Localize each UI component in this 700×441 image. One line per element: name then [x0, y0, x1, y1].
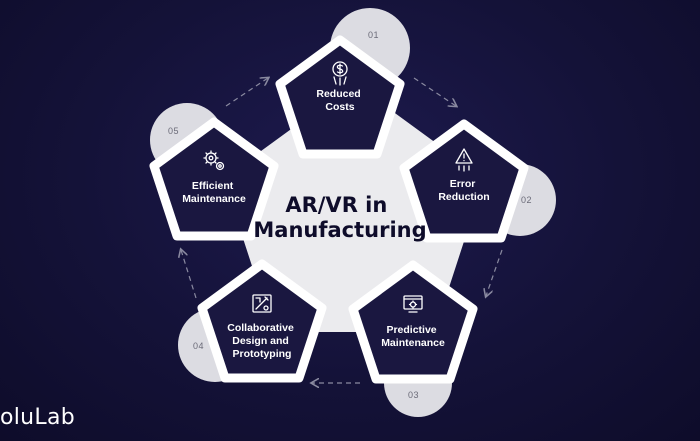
svg-text:Error Reduction: Error Reduction	[438, 178, 489, 203]
svg-text:Collaborative Design a: Collaborative Design and Prototyping	[227, 322, 296, 360]
node-label-line: Error	[450, 178, 476, 190]
design-tools-icon	[252, 294, 272, 313]
node-number: 02	[521, 195, 532, 205]
node-label-line: Prototyping	[233, 348, 292, 360]
title-line: Manufacturing	[253, 218, 426, 242]
arrow-05-to-01	[225, 78, 268, 107]
diagram-title: AR/VR in Manufacturing	[253, 193, 426, 242]
svg-text:Predictive Maintenance: Predictive Maintenance	[381, 324, 445, 349]
node-pentagon	[197, 259, 327, 383]
node-label-line: Costs	[325, 101, 354, 113]
warning-icon	[455, 148, 473, 172]
node-label-line: Reduction	[438, 191, 489, 203]
svg-text:Reduced Costs: Reduced Costs	[316, 88, 363, 113]
node-number: 04	[193, 341, 204, 351]
node-pentagon	[348, 260, 478, 384]
node-label-line: Maintenance	[381, 337, 445, 349]
node-label-line: Maintenance	[182, 193, 246, 205]
node-label-line: Efficient	[192, 180, 234, 192]
arrow-04-to-05	[181, 250, 197, 299]
brand-logo-text: oluLab	[0, 405, 76, 430]
svg-text:Efficient Maintenance: Efficient Maintenance	[182, 180, 246, 205]
node-reduced-costs: Reduced Costs 01	[275, 30, 405, 159]
node-pentagon	[149, 117, 279, 241]
node-number: 01	[368, 30, 379, 40]
node-label-line: Collaborative	[227, 322, 294, 334]
node-number: 05	[168, 126, 179, 136]
node-label-line: Predictive	[386, 324, 436, 336]
node-error-reduction: Error Reduction 02	[399, 119, 532, 243]
title-line: AR/VR in	[285, 193, 387, 217]
node-efficient-maintenance: Efficient Maintenance 05	[149, 117, 279, 241]
node-predictive-maintenance: Predictive Maintenance 03	[348, 260, 478, 400]
node-label-line: Design and	[232, 335, 289, 347]
monitor-gear-icon	[403, 295, 423, 313]
arrow-01-to-02	[413, 77, 456, 106]
arrow-02-to-03	[486, 249, 503, 296]
node-number: 03	[408, 390, 419, 400]
node-pentagon	[275, 35, 405, 159]
gears-icon	[203, 150, 225, 171]
node-label-line: Reduced	[316, 88, 360, 100]
money-hand-icon	[332, 61, 348, 86]
node-pentagon	[399, 119, 529, 243]
node-collaborative-design: Collaborative Design and Prototyping 04	[193, 259, 327, 383]
